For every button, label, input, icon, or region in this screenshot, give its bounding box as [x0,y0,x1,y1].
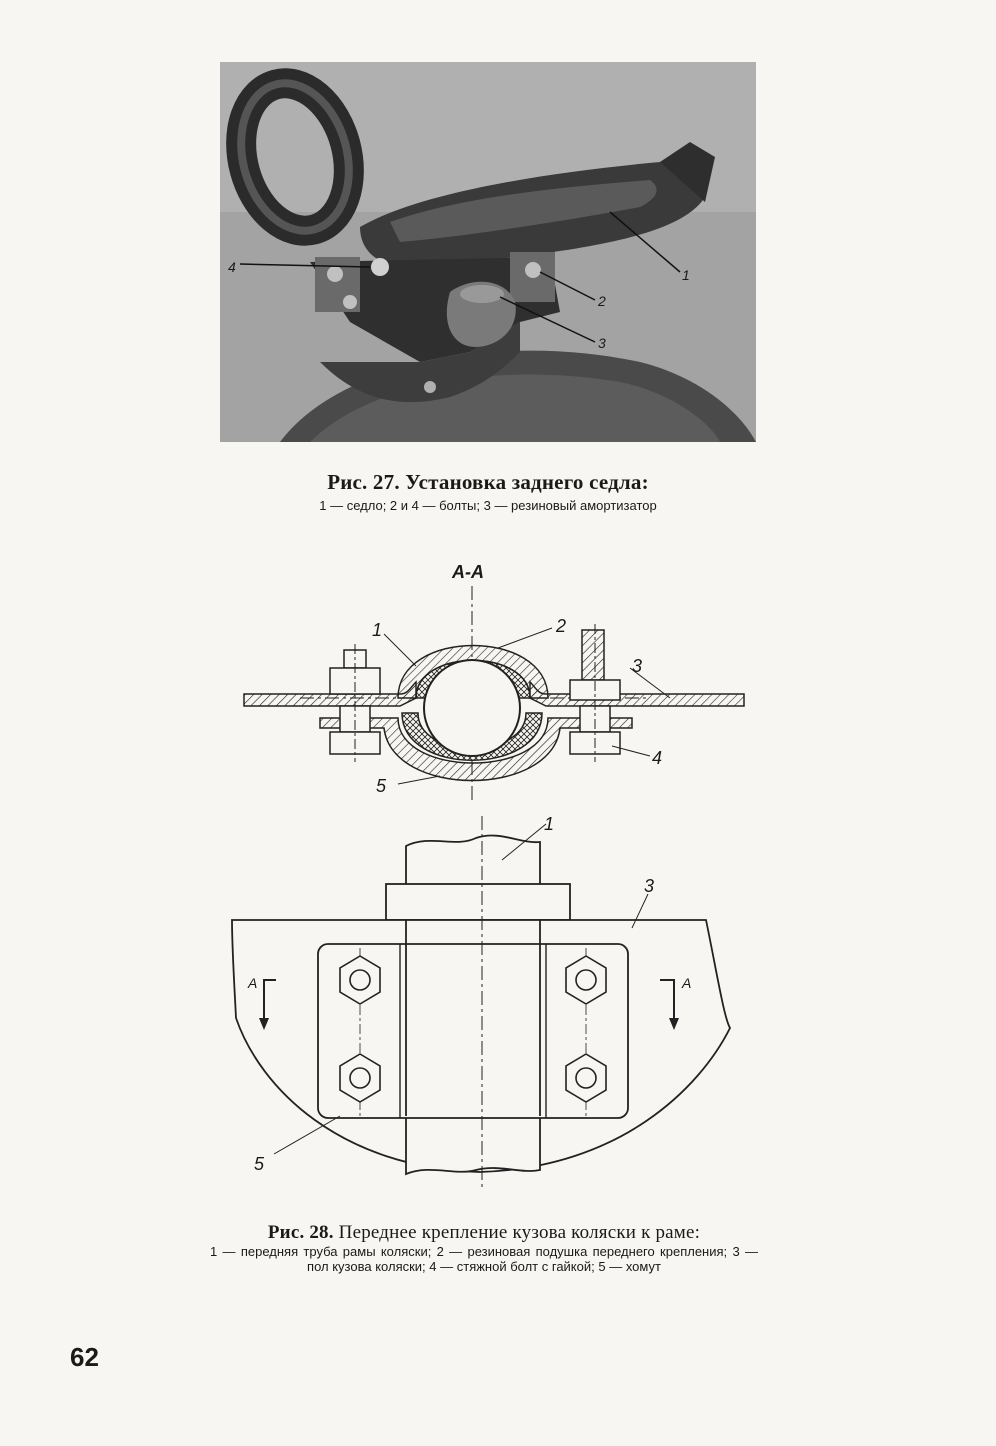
plan-label-3: 3 [644,876,654,896]
figure-28-drawing: А-А 1 2 3 4 [230,548,760,1216]
figure-27-caption-title: Рис. 27. Установка заднего седла: [327,470,649,494]
figure-27-photo: 4 2 3 1 [220,62,756,442]
section-label-3: 3 [632,656,642,676]
figure-27-caption: Рис. 27. Установка заднего седла: 1 — се… [220,470,756,513]
section-label-5: 5 [376,776,387,796]
figure-28-caption-title: Рис. 28. Переднее крепление кузова коляс… [210,1222,758,1244]
section-title: А-А [451,562,484,582]
fig27-label-4: 4 [228,259,236,275]
section-label-4: 4 [652,748,662,768]
plan-label-5: 5 [254,1154,265,1174]
figure-28-caption: Рис. 28. Переднее крепление кузова коляс… [210,1222,758,1274]
fig27-label-3: 3 [598,335,606,351]
fig27-label-2: 2 [597,293,606,309]
figure-27-caption-legend: 1 — седло; 2 и 4 — болты; 3 — резиновый … [319,498,657,513]
figure-28-caption-number: Рис. 28. [267,1222,334,1243]
plan-label-1: 1 [544,814,554,834]
fig27-label-1: 1 [682,267,690,283]
figure-28-caption-text: Переднее крепление кузова коляски к раме… [333,1222,701,1243]
page-number: 62 [70,1342,99,1372]
section-label-1: 1 [372,620,382,640]
plan-arrow-label-left: А [247,975,257,991]
section-label-2: 2 [555,616,566,636]
plan-arrow-label-right: А [681,975,691,991]
figure-28-caption-legend: 1 — передняя труба рамы коляски; 2 — рез… [210,1244,758,1274]
